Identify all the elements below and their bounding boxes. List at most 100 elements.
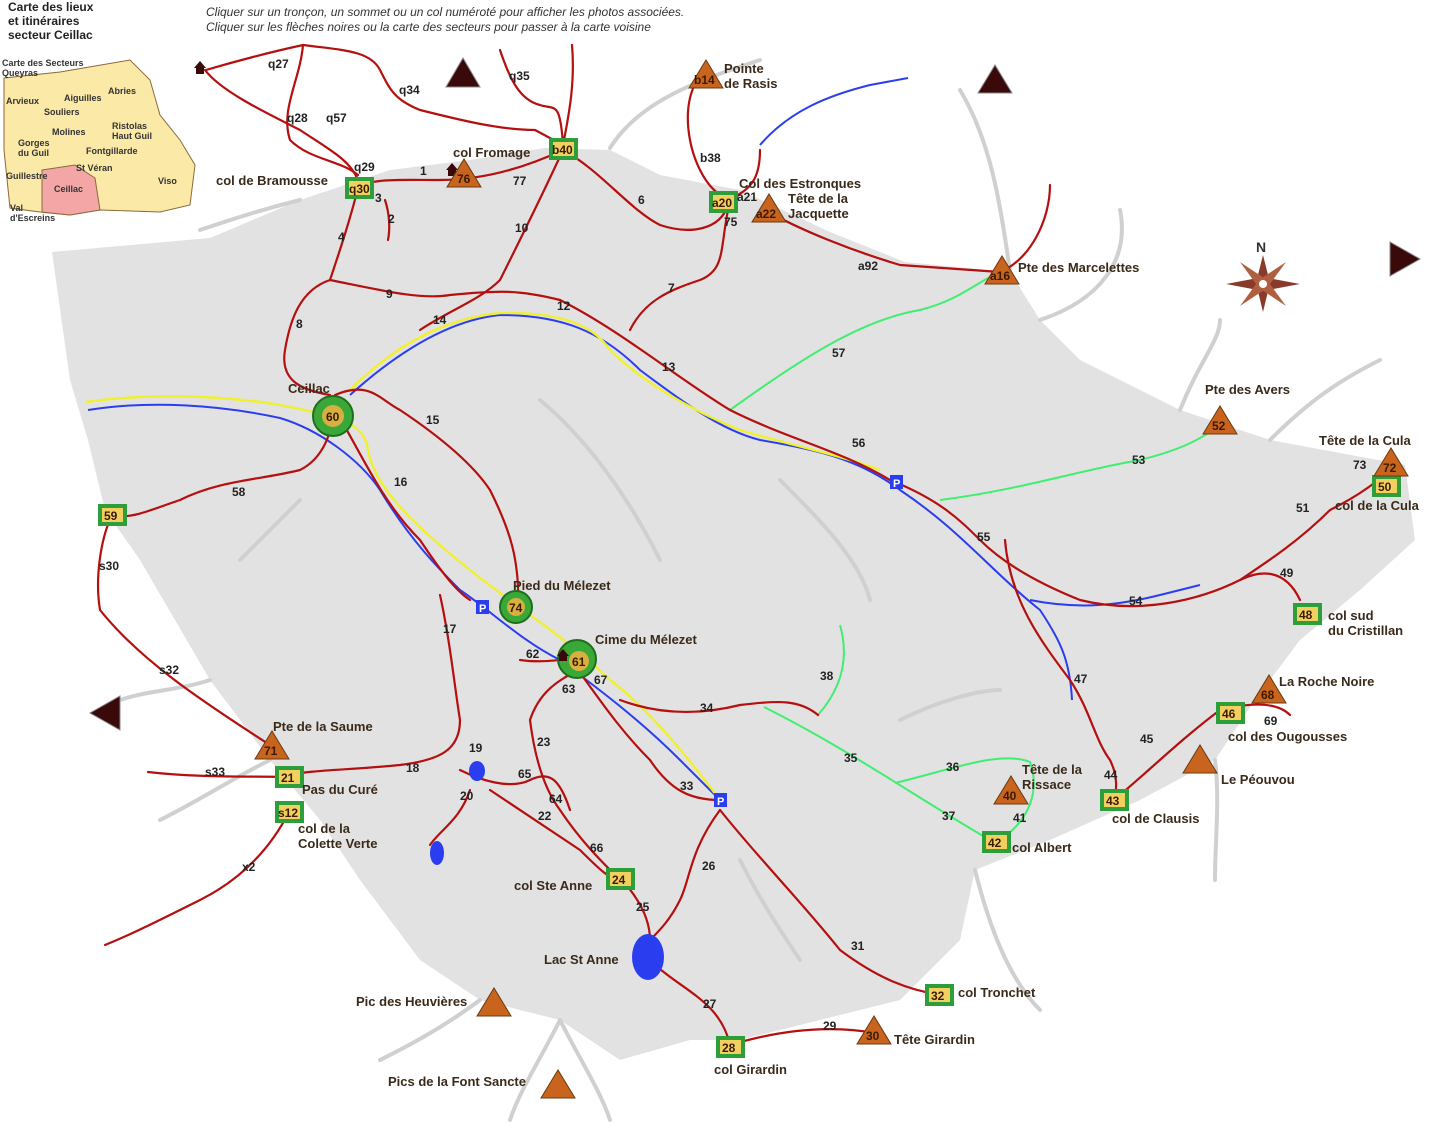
segment-label[interactable]: 65 xyxy=(518,767,532,781)
segment-label[interactable]: 23 xyxy=(537,735,551,749)
col-markers[interactable]: q30 b40 a20 59 50 48 46 43 42 32 28 24 2… xyxy=(98,138,1401,1058)
segment-label[interactable]: 16 xyxy=(394,475,408,489)
col-marker[interactable]: s12 xyxy=(275,801,304,823)
col-marker[interactable]: 43 xyxy=(1100,789,1129,811)
nav-left-arrow[interactable] xyxy=(88,695,121,731)
segment-label[interactable]: 69 xyxy=(1264,714,1278,728)
segment-label[interactable]: 7 xyxy=(668,281,675,295)
segment-label[interactable]: 25 xyxy=(636,900,650,914)
segment-label[interactable]: 66 xyxy=(590,841,604,855)
segment-label[interactable]: 10 xyxy=(515,221,529,235)
summit-marker[interactable]: 52 xyxy=(1202,405,1238,435)
segment-label[interactable]: 44 xyxy=(1104,768,1118,782)
summit-marker[interactable] xyxy=(476,987,512,1017)
sector-minimap[interactable]: Carte des Secteurs Queyras Arvieux Aigui… xyxy=(2,58,196,223)
summit-marker[interactable]: 30 xyxy=(856,1015,892,1045)
col-marker[interactable]: b40 xyxy=(549,138,578,160)
summit-marker[interactable]: 72 xyxy=(1373,447,1409,477)
summit-marker[interactable]: 68 xyxy=(1251,674,1287,704)
segment-label[interactable]: 56 xyxy=(852,436,866,450)
segment-label[interactable]: 41 xyxy=(1013,811,1027,825)
col-marker[interactable]: 46 xyxy=(1216,702,1245,724)
col-marker[interactable]: 24 xyxy=(606,868,635,890)
segment-label[interactable]: 31 xyxy=(851,939,865,953)
col-marker[interactable]: 42 xyxy=(982,831,1011,853)
lake[interactable] xyxy=(430,841,444,865)
segment-label[interactable]: 55 xyxy=(977,530,991,544)
segment-label[interactable]: 14 xyxy=(433,313,447,327)
segment-label[interactable]: s33 xyxy=(205,765,225,779)
segment-label[interactable]: 4 xyxy=(338,230,345,244)
segment-label[interactable]: 36 xyxy=(946,760,960,774)
segment-label[interactable]: 6 xyxy=(638,193,645,207)
segment-label[interactable]: 20 xyxy=(460,789,474,803)
village-markers[interactable]: 60 74 61 xyxy=(312,395,597,679)
col-marker[interactable]: 48 xyxy=(1293,603,1322,625)
segment-label[interactable]: 45 xyxy=(1140,732,1154,746)
segment-label[interactable]: 54 xyxy=(1129,594,1143,608)
village-marker[interactable]: 74 xyxy=(499,590,533,624)
lake[interactable] xyxy=(469,761,485,781)
segment-label[interactable]: 17 xyxy=(443,622,457,636)
col-marker[interactable]: 21 xyxy=(275,766,304,788)
segment-label[interactable]: 2 xyxy=(388,212,395,226)
col-marker[interactable]: q30 xyxy=(345,177,374,199)
segment-label[interactable]: q28 xyxy=(287,111,308,125)
summit-marker[interactable]: 76 xyxy=(446,158,482,188)
segment-label[interactable]: 22 xyxy=(538,809,552,823)
summit-markers[interactable]: 76 b14 a22 a16 52 72 68 40 30 71 xyxy=(254,59,1409,1099)
segment-label[interactable]: 9 xyxy=(386,287,393,301)
segment-label[interactable]: q57 xyxy=(326,111,347,125)
segment-label[interactable]: 27 xyxy=(703,997,717,1011)
segment-label[interactable]: 53 xyxy=(1132,453,1146,467)
segment-label[interactable]: x2 xyxy=(242,860,256,874)
summit-marker[interactable]: a22 xyxy=(751,193,787,223)
segment-label[interactable]: 57 xyxy=(832,346,846,360)
segment-label[interactable]: 8 xyxy=(296,317,303,331)
segment-label[interactable]: 12 xyxy=(557,299,571,313)
segment-label[interactable]: 15 xyxy=(426,413,440,427)
segment-label[interactable]: 75 xyxy=(724,215,738,229)
segment-label[interactable]: q29 xyxy=(354,160,375,174)
col-marker[interactable]: 50 xyxy=(1372,475,1401,497)
nav-up-arrow[interactable] xyxy=(445,57,481,88)
segment-label[interactable]: a92 xyxy=(858,259,878,273)
segment-label[interactable]: 38 xyxy=(820,669,834,683)
segment-label[interactable]: 77 xyxy=(513,174,527,188)
segment-label[interactable]: 33 xyxy=(680,779,694,793)
segment-label[interactable]: s32 xyxy=(159,663,179,677)
summit-marker[interactable]: 71 xyxy=(254,730,290,760)
summit-marker[interactable] xyxy=(1182,744,1218,774)
segment-label[interactable]: 34 xyxy=(700,701,714,715)
segment-label[interactable]: 63 xyxy=(562,682,576,696)
segment-label[interactable]: 26 xyxy=(702,859,716,873)
segment-label[interactable]: 35 xyxy=(844,751,858,765)
segment-label[interactable]: s30 xyxy=(99,559,119,573)
segment-label[interactable]: 58 xyxy=(232,485,246,499)
segment-label[interactable]: 3 xyxy=(375,191,382,205)
nav-right-arrow[interactable] xyxy=(1389,241,1422,277)
col-marker[interactable]: 32 xyxy=(925,984,954,1006)
segment-label[interactable]: 19 xyxy=(469,741,483,755)
segment-label[interactable]: 64 xyxy=(549,792,563,806)
col-marker[interactable]: 59 xyxy=(98,504,127,526)
segment-label[interactable]: 62 xyxy=(526,647,540,661)
segment-label[interactable]: 1 xyxy=(420,164,427,178)
segment-label[interactable]: q34 xyxy=(399,83,420,97)
segment-label[interactable]: 67 xyxy=(594,673,608,687)
summit-marker[interactable] xyxy=(540,1069,576,1099)
segment-label[interactable]: a21 xyxy=(737,190,757,204)
segment-label[interactable]: 47 xyxy=(1074,672,1088,686)
segment-label[interactable]: q27 xyxy=(268,57,289,71)
segment-label[interactable]: b38 xyxy=(700,151,721,165)
col-marker[interactable]: 28 xyxy=(716,1036,745,1058)
nav-up-arrow[interactable] xyxy=(977,64,1013,94)
summit-marker[interactable]: 40 xyxy=(993,775,1029,805)
summit-marker[interactable]: b14 xyxy=(688,59,724,89)
segment-label[interactable]: 13 xyxy=(662,360,676,374)
segment-label[interactable]: 49 xyxy=(1280,566,1294,580)
segment-label[interactable]: 73 xyxy=(1353,458,1367,472)
segment-label[interactable]: 18 xyxy=(406,761,420,775)
segment-label[interactable]: 37 xyxy=(942,809,956,823)
